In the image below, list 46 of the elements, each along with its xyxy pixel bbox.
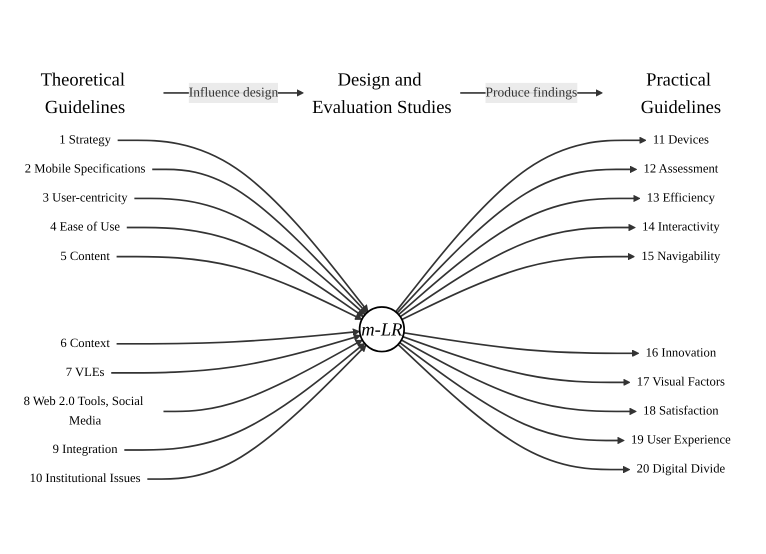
node-text: Design and Evaluation Studies xyxy=(312,68,452,118)
arrow xyxy=(399,342,625,444)
node-text: 17 Visual Factors xyxy=(636,376,725,390)
node-text: 3 User-centricity xyxy=(42,192,128,206)
arrow xyxy=(400,339,637,416)
node-text: 18 Satisfaction xyxy=(643,404,719,418)
edge-label: Influence design xyxy=(188,86,278,100)
arrow xyxy=(400,224,636,318)
arrow xyxy=(398,194,640,316)
arrow xyxy=(152,168,368,314)
node-text: Practical Guidelines xyxy=(640,68,722,118)
arrow xyxy=(395,136,646,312)
arrow xyxy=(111,334,361,374)
node-circle: m-LR xyxy=(358,306,405,353)
arrow xyxy=(398,344,630,474)
arrow xyxy=(402,253,635,320)
node-text: 10 Institutional Issues xyxy=(30,472,141,486)
node-text: 5 Content xyxy=(60,250,110,264)
arrow xyxy=(404,332,640,358)
node-text: 11 Devices xyxy=(652,134,709,148)
node-text: 20 Digital Divide xyxy=(636,462,726,476)
arrow xyxy=(126,226,364,318)
node-text: 2 Mobile Specifications xyxy=(24,162,146,176)
node-text: 16 Innovation xyxy=(646,346,716,360)
node-text: 14 Interactivity xyxy=(642,220,720,234)
node-text: Theoretical Guidelines xyxy=(40,68,126,118)
arrow xyxy=(116,328,360,345)
node-text: 15 Navigability xyxy=(641,250,720,264)
arrow xyxy=(147,344,367,480)
arrow xyxy=(396,166,638,314)
arrow xyxy=(116,256,362,320)
edge-label: Produce findings xyxy=(486,86,578,100)
node-text: 6 Context xyxy=(60,337,110,351)
node-text: 13 Efficiency xyxy=(646,192,715,206)
arrow xyxy=(402,336,630,386)
node-text: 12 Assessment xyxy=(643,162,718,176)
node-text: 4 Ease of Use xyxy=(50,220,120,234)
arrow xyxy=(118,140,368,312)
arrow xyxy=(124,343,365,451)
arrow xyxy=(134,198,366,316)
node-text: 1 Strategy xyxy=(59,134,111,148)
node-text: 7 VLEs xyxy=(66,366,104,380)
node-text: 9 Integration xyxy=(52,443,118,457)
node-text: 19 User Experience xyxy=(631,434,731,448)
arrow xyxy=(163,340,363,412)
node-text: 8 Web 2.0 Tools, Social Media xyxy=(24,395,144,428)
